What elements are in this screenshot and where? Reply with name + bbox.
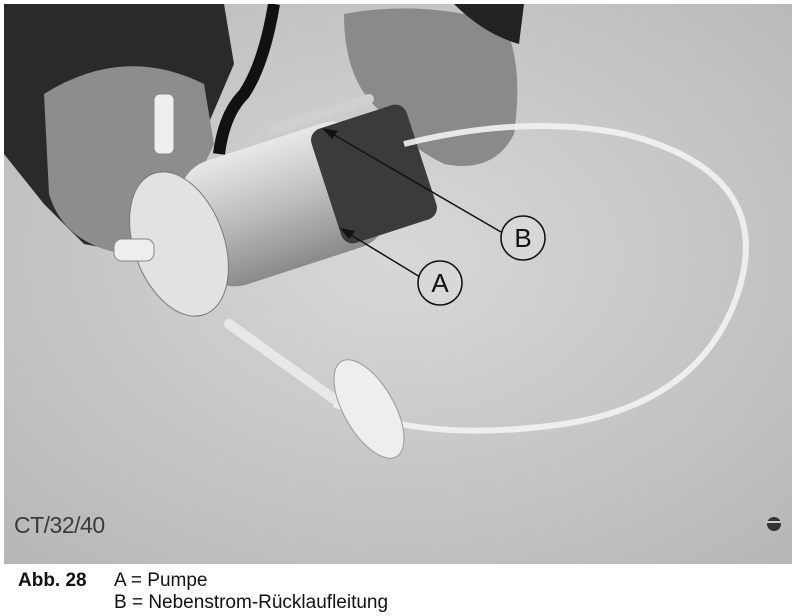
- callout-b: B: [514, 223, 531, 253]
- return-line-tube: [332, 123, 749, 434]
- legend-b: B = Nebenstrom-Rücklaufleitung: [114, 592, 389, 613]
- figure-label: Abb. 28: [18, 570, 87, 591]
- publisher-logo-icon: [767, 517, 781, 531]
- photo-code: CT/32/40: [14, 512, 105, 538]
- legend-a: A = Pumpe: [114, 570, 208, 591]
- right-hand: [344, 8, 518, 166]
- pump-photo: B A: [4, 4, 792, 564]
- caption-line-2: B = Nebenstrom-Rücklaufleitung: [18, 592, 388, 614]
- callout-a: A: [431, 268, 449, 298]
- caption-line-1: Abb. 28 A = Pumpe: [18, 570, 207, 592]
